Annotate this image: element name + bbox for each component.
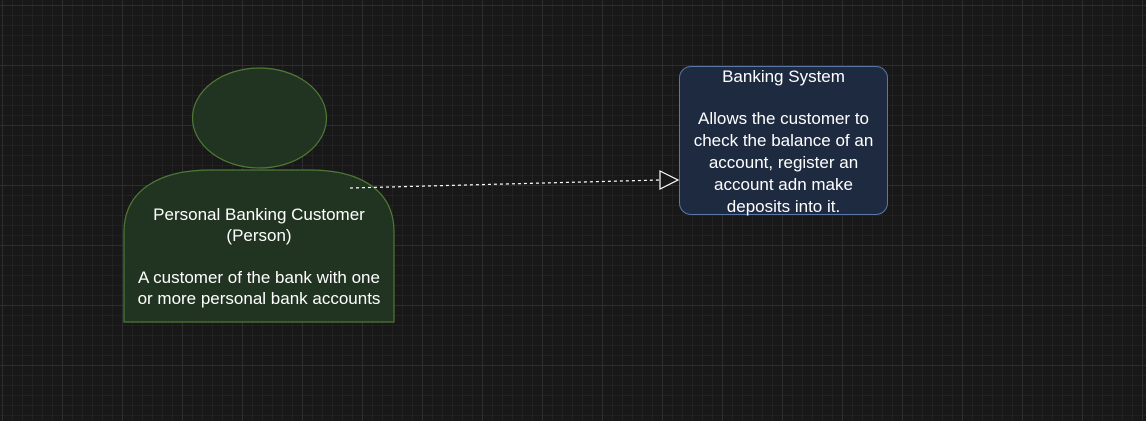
system-description-line-4: account adn make [714,175,853,194]
system-description-line-3: account, register an [708,153,859,172]
person-description-line-1: A customer of the bank with one [138,268,380,287]
person-body[interactable] [123,169,395,323]
system-name: Banking System [722,67,845,86]
banking-system-box[interactable]: Banking System Allows the customer to ch… [679,66,888,216]
person-description-line-2: or more personal bank accounts [137,289,381,308]
system-description-line-5: deposits into it. [726,197,841,216]
person-type: (Person) [226,226,292,245]
system-description-line-1: Allows the customer to [697,109,869,128]
person-label: Personal Banking Customer (Person) A cus… [125,204,393,309]
connector-line[interactable] [349,179,661,189]
system-description-line-2: check the balance of an [693,131,874,150]
connector-arrowhead [659,170,680,190]
person-head[interactable] [191,67,328,169]
person-name: Personal Banking Customer [153,205,365,224]
